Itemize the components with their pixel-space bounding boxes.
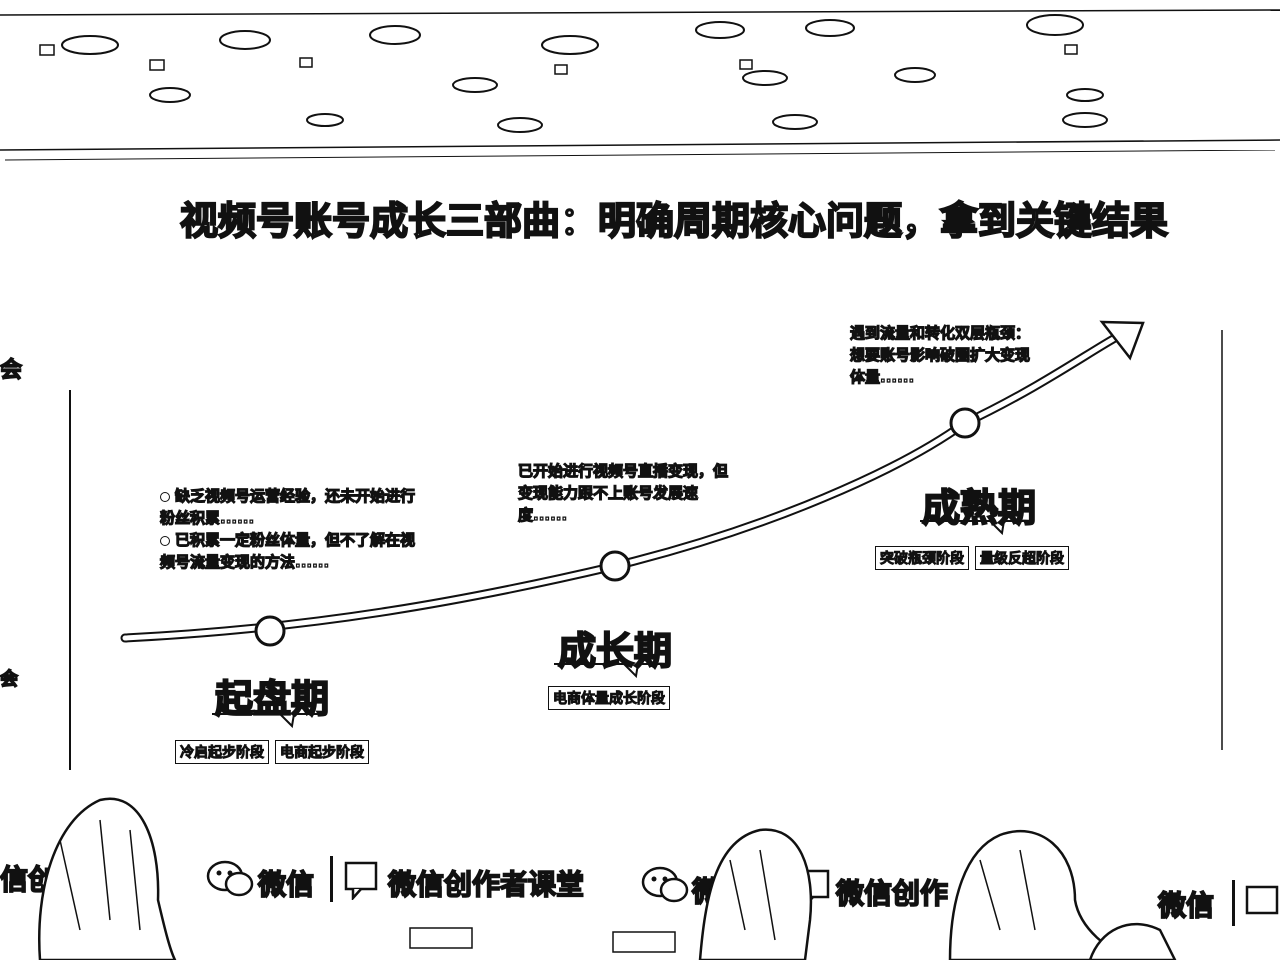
stage-3-tag-2: 量级反超阶段 [975,546,1069,570]
stage-1-tags: 冷启起步阶段电商起步阶段 [175,740,375,764]
footer-wechat-1: 微信 [257,867,315,902]
stage-1-note-2: 已积累一定粉丝体量，但不了解在视频号流量变现的方法...... [159,530,416,571]
left-edge-text: 会 [0,357,23,384]
slide-title: 视频号账号成长三部曲：明确周期核心问题，拿到关键结果 [179,198,1169,244]
stage-2-notes: 已开始进行视频号直播变现，但变现能力跟不上账号发展速度...... [517,460,729,526]
stage-2-underline [554,663,668,679]
stage-1-tag-1: 冷启起步阶段 [175,740,269,764]
footer-course-1: 微信创作者课堂 [387,867,585,902]
course-icon [1245,885,1279,915]
left-edge-text-lower: 会 [0,668,19,691]
stage-1-underline [212,713,322,729]
stage-2-name: 成长期 [557,628,673,674]
arrow-head [1099,320,1145,361]
stage-1-notes: 缺乏视频号运营经验，还未开始进行粉丝积累...... 已积累一定粉丝体量，但不了… [159,485,416,573]
footer-wechat-3: 微信 [1157,888,1215,923]
footer-divider [1232,880,1235,926]
audience-silhouettes [38,797,1177,960]
ceiling-lights [0,9,1280,151]
stage-3-tags: 突破瓶颈阶段量级反超阶段 [875,546,1075,570]
stage-1-note-1: 缺乏视频号运营经验，还未开始进行粉丝积累...... [159,486,416,527]
wechat-icon [641,866,689,903]
stage-2-note-1: 已开始进行视频号直播变现，但变现能力跟不上账号发展速度...... [517,461,729,524]
stage-2-tag-1: 电商体量成长阶段 [548,686,670,710]
stage-3-underline [920,520,1034,536]
stage-3-name: 成熟期 [921,485,1037,531]
stage-2-tags: 电商体量成长阶段 [548,686,676,710]
stage-3-tag-1: 突破瓶颈阶段 [875,546,969,570]
bullet-icon [160,491,170,502]
bullet-icon [160,535,170,546]
stage-marker-2 [599,550,631,582]
wechat-icon [206,860,254,897]
course-icon [344,861,378,900]
stage-3-notes: 遇到流量和转化双层瓶颈：想要账号影响破圈扩大变现体量...... [849,322,1035,388]
footer-divider [330,856,333,902]
stage-marker-1 [254,615,286,647]
stage-3-note-1: 遇到流量和转化双层瓶颈：想要账号影响破圈扩大变现体量...... [849,323,1031,386]
stage-marker-3 [949,407,981,439]
stage-1-tag-2: 电商起步阶段 [275,740,369,764]
footer-course-2: 微信创作 [835,876,949,911]
projection-screen [4,150,1276,770]
